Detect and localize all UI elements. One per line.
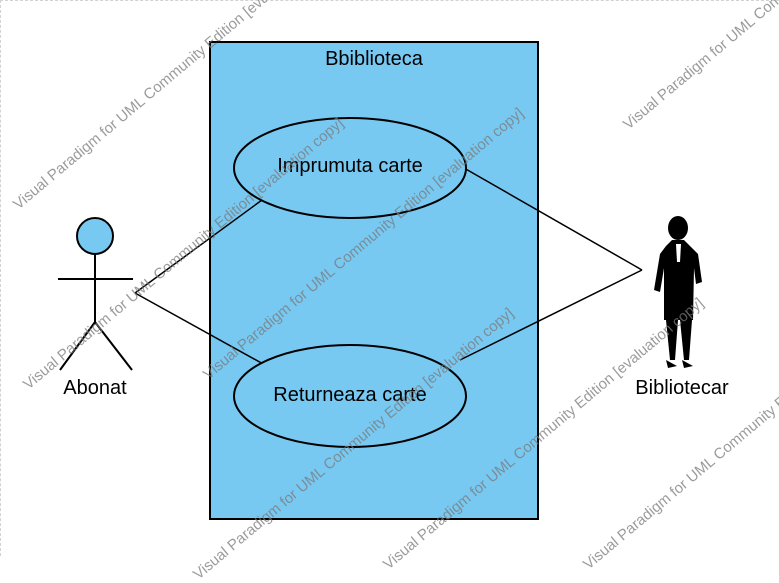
use-case-returneaza-carte[interactable] xyxy=(233,344,467,448)
association-bibliotecar-imprumuta[interactable] xyxy=(463,167,643,271)
use-case-imprumuta-carte[interactable] xyxy=(233,117,467,219)
system-boundary-title: Bbiblioteca xyxy=(325,48,423,70)
association-bibliotecar-returneaza[interactable] xyxy=(459,269,643,361)
diagram-svg xyxy=(58,41,702,520)
actor-label-abonat: Abonat xyxy=(63,377,127,399)
association-abonat-imprumuta[interactable] xyxy=(134,199,263,294)
use-case-label-imprumuta: Imprumuta carte xyxy=(277,155,423,177)
use-case-label-returneaza: Returneaza carte xyxy=(273,384,427,406)
librarian-figure-icon[interactable] xyxy=(654,216,702,368)
stick-figure-icon[interactable] xyxy=(58,217,133,371)
actor-label-bibliotecar: Bibliotecar xyxy=(635,377,729,399)
association-abonat-returneaza[interactable] xyxy=(134,292,266,366)
system-boundary[interactable] xyxy=(209,41,539,520)
